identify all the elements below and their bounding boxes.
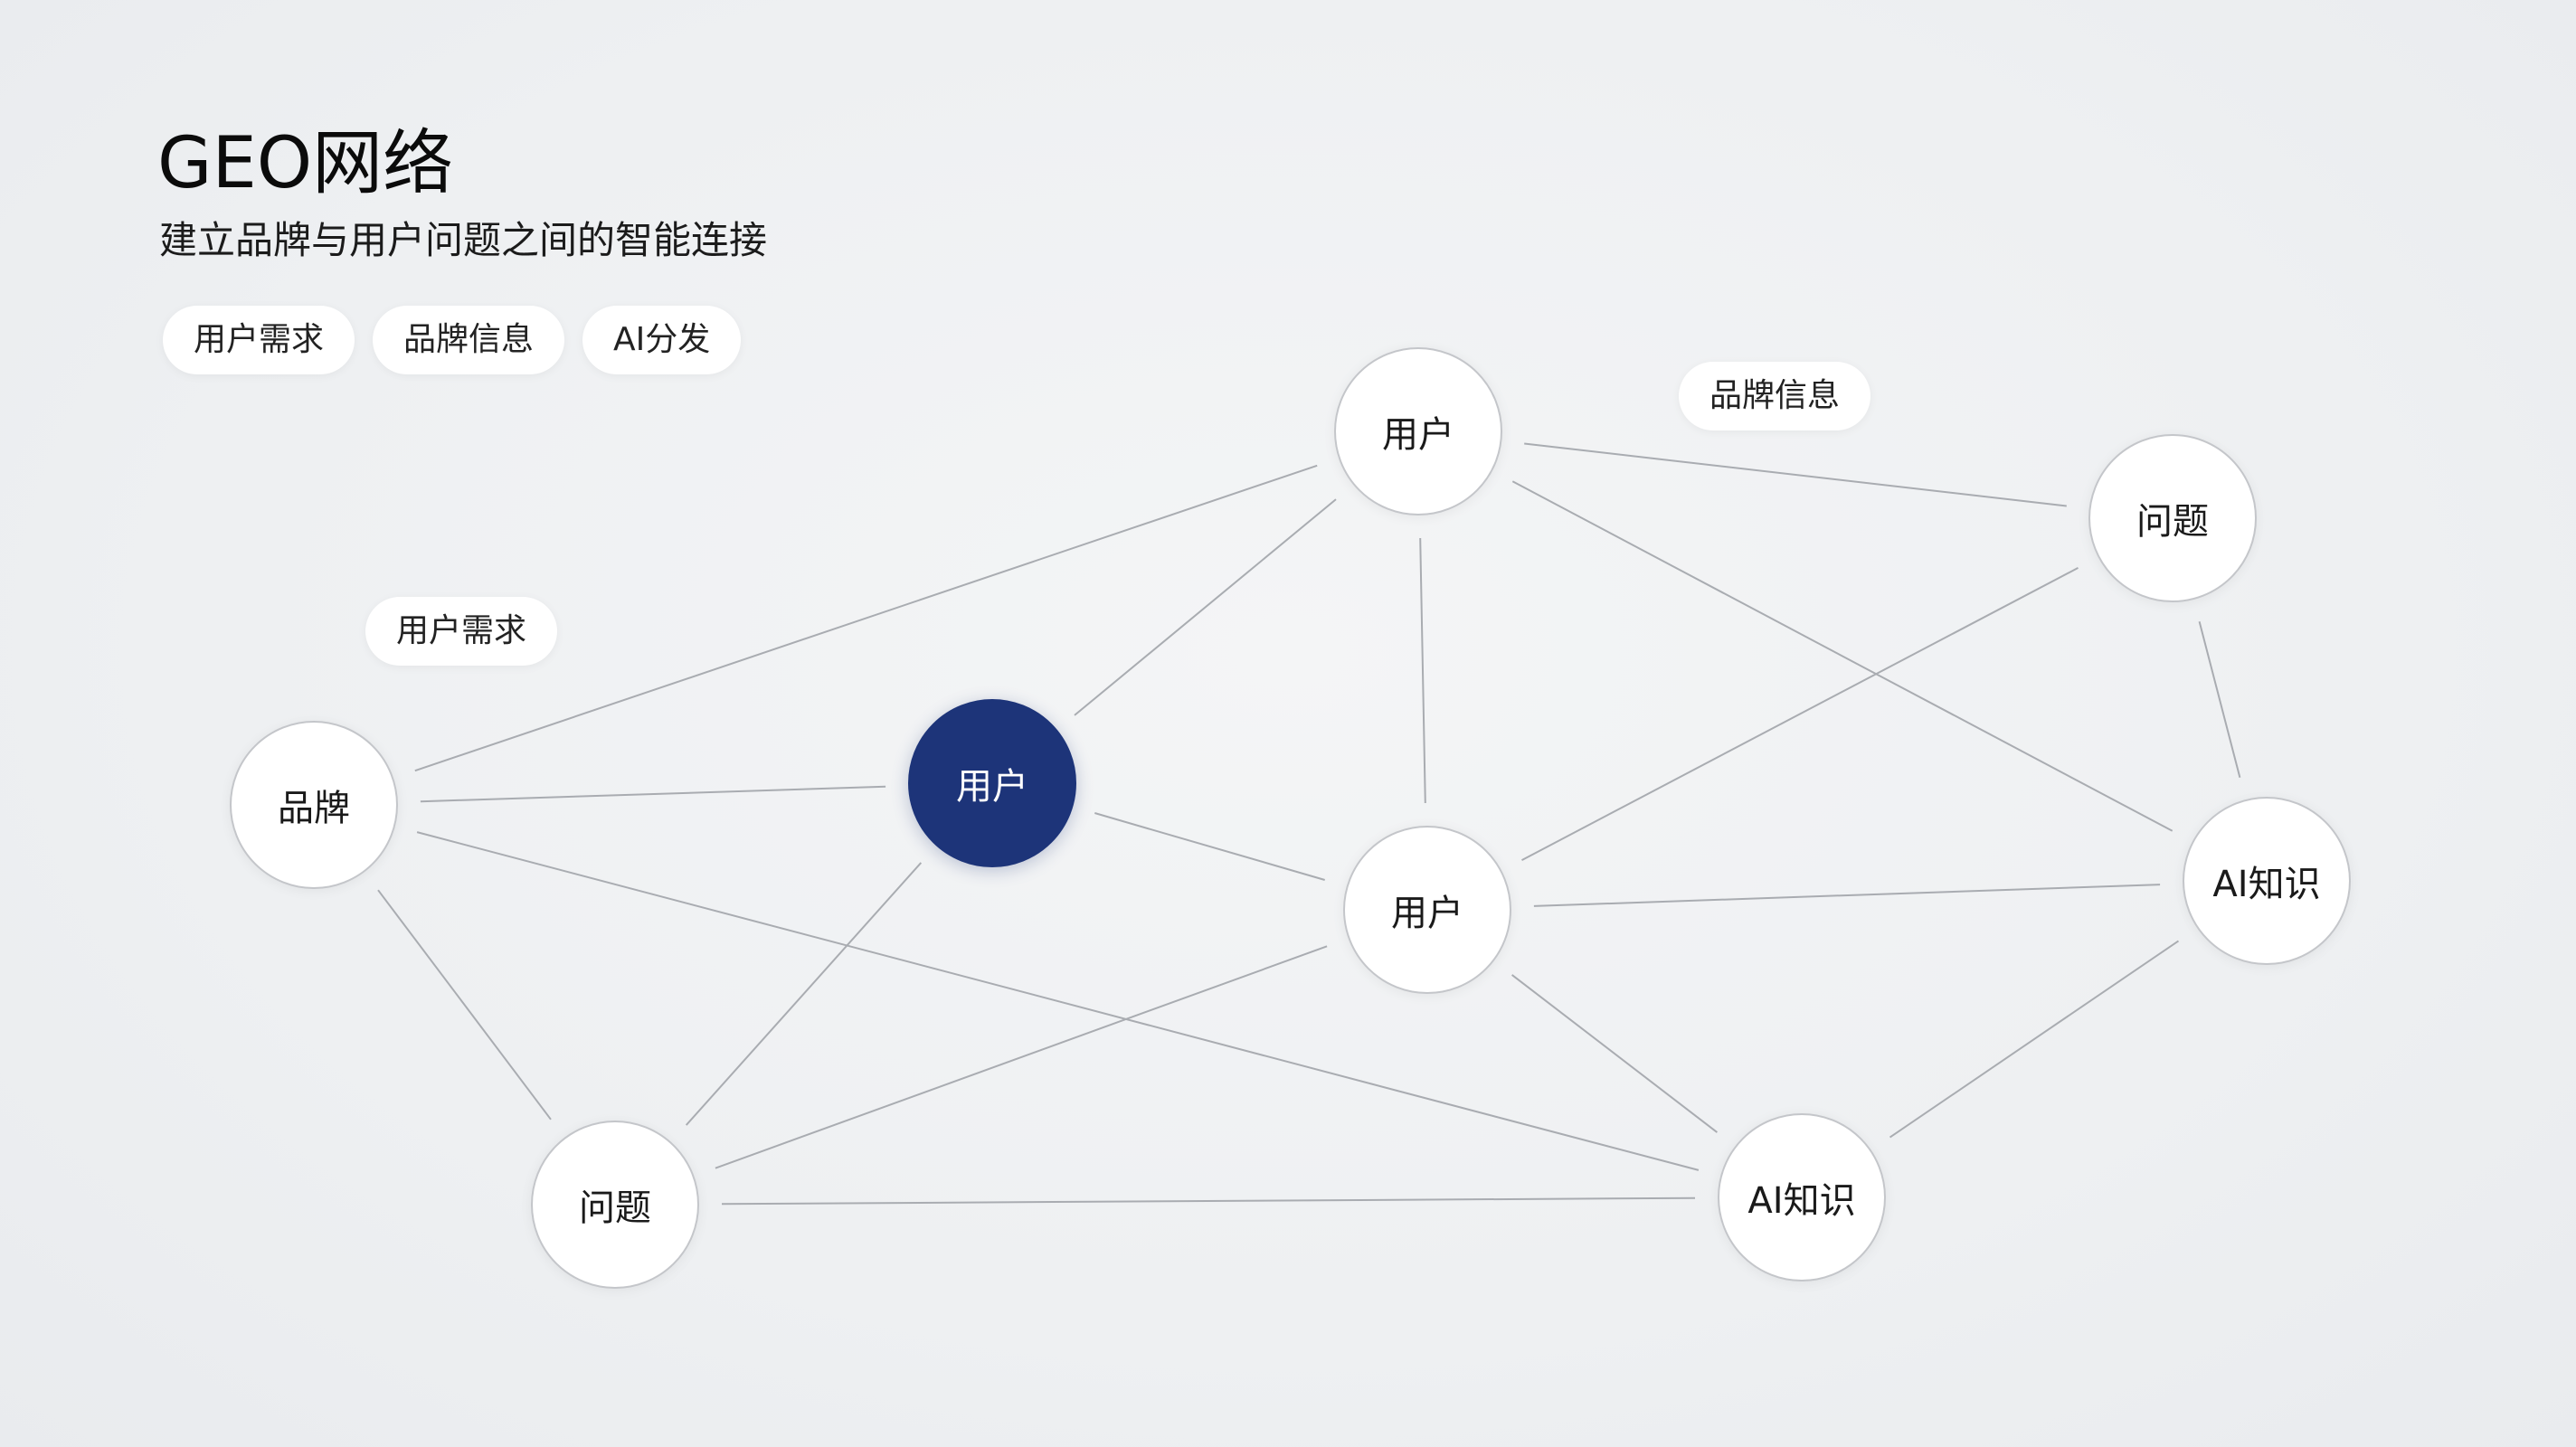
- edge-question_right-user_mid: [1521, 567, 2079, 861]
- legend-chip-row: 用户需求 品牌信息 AI分发: [163, 306, 742, 374]
- edge-brand-question_bottom: [377, 889, 552, 1121]
- edge-user_mid-ai_bottom: [1511, 974, 1719, 1133]
- edge-user_top-user_mid: [1419, 537, 1426, 804]
- edge-user_center-user_top: [1074, 498, 1337, 716]
- node-user-center-highlighted: 用户: [908, 699, 1076, 867]
- edge-question_bottom-ai_bottom: [721, 1196, 1696, 1206]
- edge-question_right-ai_right: [2198, 620, 2241, 779]
- node-question-bottom: 问题: [531, 1121, 699, 1289]
- legend-chip-user-demand: 用户需求: [163, 306, 355, 374]
- page-title: GEO网络: [157, 123, 454, 204]
- node-question-right: 问题: [2088, 434, 2257, 602]
- edge-user_center-user_mid: [1094, 812, 1325, 881]
- node-user-middle: 用户: [1343, 826, 1511, 994]
- page-subtitle: 建立品牌与用户问题之间的智能连接: [159, 218, 768, 262]
- edge-brand-user_center: [420, 785, 886, 803]
- edge-brand-ai_bottom: [416, 831, 1700, 1171]
- edge-user_top-question_right: [1524, 442, 2067, 507]
- floating-label-user-demand: 用户需求: [365, 597, 558, 666]
- legend-chip-brand-info: 品牌信息: [373, 306, 565, 374]
- node-ai-knowledge-bottom: AI知识: [1718, 1113, 1886, 1281]
- edge-user_top-ai_right: [1511, 480, 2174, 832]
- edge-ai_right-ai_bottom: [1889, 940, 2180, 1139]
- floating-label-brand-info: 品牌信息: [1679, 362, 1871, 430]
- edge-brand-user_top: [414, 464, 1318, 772]
- edge-user_mid-ai_right: [1533, 884, 2161, 907]
- edge-user_center-question_bottom: [685, 862, 923, 1126]
- legend-chip-ai-distribution: AI分发: [582, 306, 742, 374]
- node-brand: 品牌: [230, 721, 398, 889]
- edge-user_mid-question_bottom: [715, 945, 1328, 1169]
- node-user-top: 用户: [1334, 347, 1502, 515]
- node-ai-knowledge-right: AI知识: [2183, 797, 2351, 965]
